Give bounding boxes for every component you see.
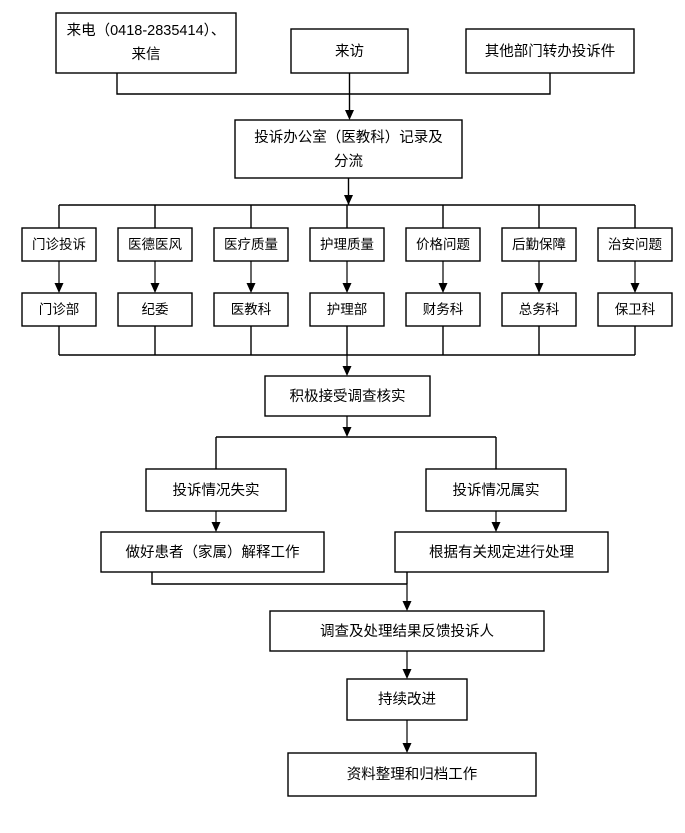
node-category-logistics-support-label: 后勤保障 (512, 237, 566, 252)
node-complaint-true: 投诉情况属实 (425, 468, 567, 512)
node-category-nursing-quality: 护理质量 (309, 227, 385, 262)
node-archive-documents-label: 资料整理和归档工作 (347, 766, 478, 783)
node-source-other-dept: 其他部门转办投诉件 (465, 28, 635, 74)
node-department-discipline-committee: 纪委 (117, 292, 193, 327)
node-source-visit: 来访 (290, 28, 409, 74)
connector-improvement-to-archive (402, 720, 412, 753)
connector-feedback-to-improvement (402, 651, 412, 679)
node-office-record-label-line1: 投诉办公室（医教科）记录及 (254, 129, 443, 146)
node-office-record-label-line2: 分流 (334, 153, 363, 170)
node-continuous-improvement: 持续改进 (346, 678, 468, 721)
node-feedback-result-label: 调查及处理结果反馈投诉人 (320, 623, 494, 640)
connector-false-to-explain (211, 511, 221, 532)
node-handle-per-rules: 根据有关规定进行处理 (394, 531, 609, 573)
node-category-price-issue: 价格问题 (405, 227, 481, 262)
node-category-outpatient-complaint-label: 门诊投诉 (32, 237, 86, 252)
node-category-medical-quality-label: 医疗质量 (224, 237, 278, 252)
node-category-medical-ethics-label: 医德医风 (128, 237, 182, 252)
connector-outcomes-to-feedback (151, 572, 412, 611)
node-office-record: 投诉办公室（医教科）记录及 分流 (234, 119, 463, 179)
node-explain-to-patient-label: 做好患者（家属）解释工作 (126, 544, 300, 561)
node-category-nursing-quality-label: 护理质量 (320, 237, 374, 252)
node-explain-to-patient: 做好患者（家属）解释工作 (100, 531, 325, 573)
node-source-phone-letter: 来电（0418-2835414）、 来信 (55, 12, 237, 74)
node-category-security-issue-label: 治安问题 (608, 237, 662, 252)
node-accept-investigate: 积极接受调查核实 (264, 375, 431, 417)
node-department-outpatient-dept: 门诊部 (21, 292, 97, 327)
node-department-nursing-dept: 护理部 (309, 292, 385, 327)
node-accept-investigate-label: 积极接受调查核实 (290, 388, 406, 405)
node-department-security-dept-label: 保卫科 (615, 302, 656, 317)
node-category-medical-quality: 医疗质量 (213, 227, 289, 262)
connector-accept-to-branches (215, 416, 497, 469)
node-category-outpatient-complaint: 门诊投诉 (21, 227, 97, 262)
node-source-phone-letter-label-line2: 来信 (132, 46, 161, 63)
node-department-general-affairs-dept: 总务科 (501, 292, 577, 327)
node-category-security-issue: 治安问题 (597, 227, 673, 262)
connector-office-to-categories (58, 178, 636, 228)
node-category-logistics-support: 后勤保障 (501, 227, 577, 262)
node-department-finance-dept: 财务科 (405, 292, 481, 327)
node-continuous-improvement-label: 持续改进 (378, 691, 436, 708)
node-complaint-true-label: 投诉情况属实 (453, 482, 540, 499)
node-category-medical-ethics: 医德医风 (117, 227, 193, 262)
node-complaint-false: 投诉情况失实 (145, 468, 287, 512)
node-department-nursing-dept-label: 护理部 (327, 302, 368, 317)
node-source-phone-letter-label-line1: 来电（0418-2835414）、 (67, 22, 226, 39)
node-department-outpatient-dept-label: 门诊部 (39, 302, 80, 317)
node-source-visit-label: 来访 (335, 43, 364, 60)
connector-sources-to-office (116, 73, 551, 120)
node-department-finance-dept-label: 财务科 (423, 302, 464, 317)
connector-true-to-handle (491, 511, 501, 532)
node-department-general-affairs-dept-label: 总务科 (519, 302, 560, 317)
node-handle-per-rules-label: 根据有关规定进行处理 (429, 544, 574, 561)
connector-departments-to-accept (58, 326, 636, 376)
connector-categories-to-departments (54, 261, 640, 293)
node-department-medical-education-dept-label: 医教科 (231, 302, 272, 317)
node-department-medical-education-dept: 医教科 (213, 292, 289, 327)
node-source-other-dept-label: 其他部门转办投诉件 (485, 43, 616, 60)
node-complaint-false-label: 投诉情况失实 (173, 482, 260, 499)
node-department-security-dept: 保卫科 (597, 292, 673, 327)
node-archive-documents: 资料整理和归档工作 (287, 752, 537, 797)
node-department-discipline-committee-label: 纪委 (142, 302, 169, 317)
node-feedback-result: 调查及处理结果反馈投诉人 (269, 610, 545, 652)
node-category-price-issue-label: 价格问题 (416, 237, 470, 252)
